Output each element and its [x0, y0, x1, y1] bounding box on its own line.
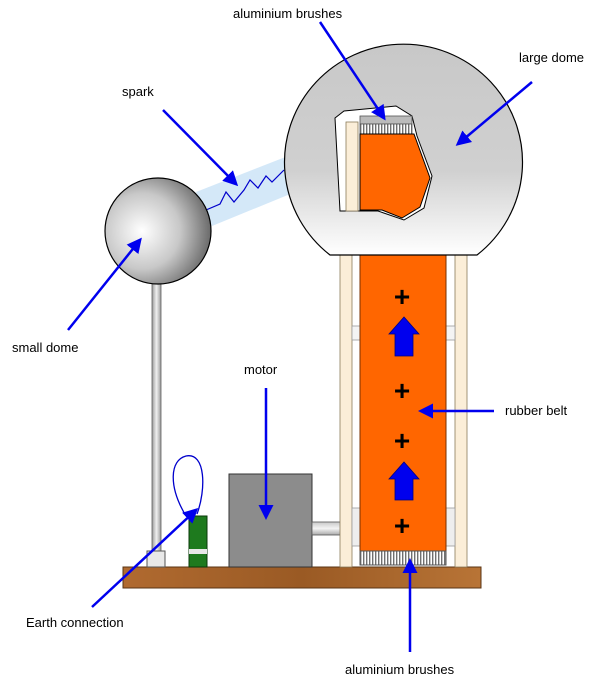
bottom-brushes — [359, 550, 447, 566]
label-large-dome: large dome — [519, 50, 584, 65]
label-motor: motor — [244, 362, 278, 377]
arrow-earth-connection — [91, 507, 199, 608]
label-aluminium-brushes-top: aluminium brushes — [233, 6, 343, 21]
spark-glow — [196, 156, 300, 226]
rubber-belt — [359, 254, 447, 552]
pole-foot — [146, 550, 166, 568]
belt-top-section — [359, 133, 431, 219]
charge-plus-3: + — [394, 425, 410, 456]
small-dome-pole — [151, 281, 162, 553]
earth-clip-band — [189, 549, 207, 554]
label-rubber-belt: rubber belt — [505, 403, 568, 418]
arrow-spark — [162, 109, 239, 187]
top-brushes — [359, 123, 413, 135]
earth-clip — [188, 515, 208, 568]
label-small-dome: small dome — [12, 340, 78, 355]
label-earth-connection: Earth connection — [26, 615, 124, 630]
charge-plus-2: + — [394, 375, 410, 406]
label-spark: spark — [122, 84, 154, 99]
label-aluminium-brushes-bottom: aluminium brushes — [345, 662, 455, 677]
arrow-small-dome — [67, 237, 142, 331]
belt-up-arrow-2 — [388, 461, 420, 501]
charge-plus-4: + — [394, 510, 410, 541]
belt-up-arrow-1 — [388, 316, 420, 357]
top-pulley-housing — [345, 121, 359, 212]
spark-zigzag — [205, 169, 285, 211]
motor-body — [228, 473, 313, 568]
column-post-left — [339, 254, 353, 568]
small-dome — [104, 177, 212, 285]
wooden-base — [122, 566, 482, 589]
arrow-brushes-top — [318, 21, 386, 121]
earth-wire — [172, 455, 204, 517]
charge-plus-1: + — [394, 281, 410, 312]
top-brush-holder — [359, 115, 413, 125]
arrow-large-dome — [455, 81, 533, 146]
